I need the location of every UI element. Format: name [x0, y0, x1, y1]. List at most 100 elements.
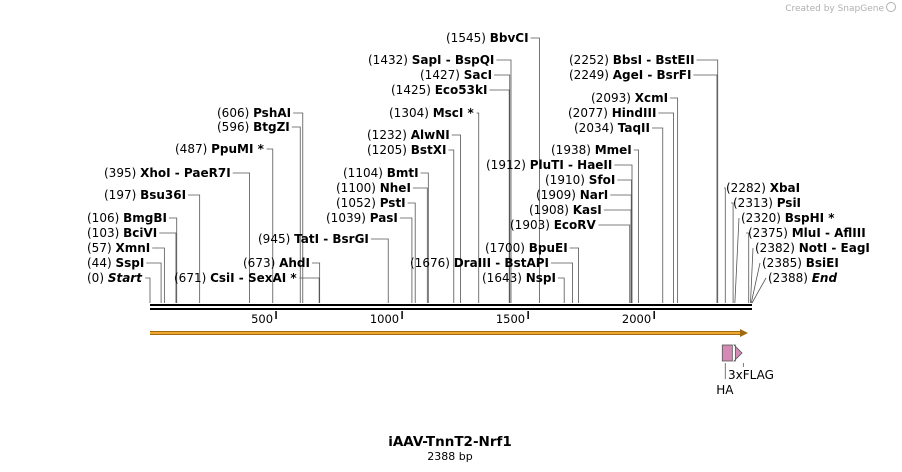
site-label[interactable]: (606) PshAI — [217, 106, 291, 120]
site-connector — [614, 164, 633, 303]
site-label[interactable]: (2077) HindIII — [568, 106, 656, 120]
site-label[interactable]: (2388) End — [768, 271, 837, 285]
site-label[interactable]: (395) XhoI - PaeR7I — [104, 166, 231, 180]
site-label[interactable]: (2313) PsiI — [733, 196, 801, 210]
site-label[interactable]: (2385) BsiEI — [762, 256, 839, 270]
site-label[interactable]: (0) Start — [87, 271, 143, 285]
scale-tick-label: 1500 — [496, 312, 525, 326]
flag-feature-arrow[interactable] — [733, 344, 743, 362]
site-label[interactable]: (1205) BstXI — [367, 143, 446, 157]
site-connector — [693, 74, 718, 303]
site-connector — [145, 277, 151, 303]
site-label[interactable]: (1232) AlwNI — [367, 128, 450, 142]
site-connector — [489, 89, 510, 303]
site-label[interactable]: (1100) NheI — [336, 181, 411, 195]
site-connector — [734, 217, 740, 304]
site-connector — [750, 262, 761, 304]
site-connector — [152, 247, 165, 303]
site-connector — [746, 232, 750, 303]
watermark-text: Created by SnapGene — [785, 4, 884, 14]
site-connector — [617, 179, 632, 303]
scale-tick-label: 2000 — [622, 312, 651, 326]
site-label[interactable]: (1643) NspI — [482, 271, 556, 285]
site-label[interactable]: (671) CsiI - SexAI * — [174, 271, 297, 285]
site-connector — [750, 247, 754, 304]
site-connector — [569, 247, 579, 303]
site-label[interactable]: (2375) MluI - AflIII — [748, 226, 866, 240]
site-connector — [670, 97, 679, 303]
site-connector — [724, 187, 726, 303]
site-connector — [696, 59, 719, 303]
site-label[interactable]: (1304) MscI * — [389, 106, 475, 120]
site-label[interactable]: (1052) PstI — [336, 196, 406, 210]
site-connector — [448, 149, 455, 303]
site-label[interactable]: (1676) DraIII - BstAPI — [410, 256, 549, 270]
site-connector — [651, 127, 664, 303]
site-label[interactable]: (2249) AgeI - BsrFI — [569, 68, 691, 82]
site-connector-lines — [145, 37, 767, 304]
map-subtitle: 2388 bp — [427, 450, 472, 463]
site-connector — [399, 217, 413, 303]
snapgene-logo-icon — [886, 2, 896, 12]
site-label[interactable]: (197) Bsu36I — [104, 188, 186, 202]
site-label[interactable]: (673) AhdI — [243, 256, 310, 270]
sequence-backbone — [150, 304, 752, 337]
site-label[interactable]: (596) BtgZI — [217, 120, 290, 134]
site-connector — [266, 148, 274, 303]
site-label[interactable]: (1909) NarI — [536, 188, 608, 202]
site-label[interactable]: (1039) PasI — [326, 211, 398, 225]
ha-feature-label: HA — [716, 383, 734, 397]
site-label[interactable]: (44) SspI — [87, 256, 144, 270]
site-label[interactable]: (1425) Eco53kI — [391, 83, 487, 97]
site-connector — [494, 74, 511, 303]
site-label[interactable]: (1908) KasI — [529, 203, 602, 217]
scale-tick-label: 500 — [251, 312, 273, 326]
site-connector — [188, 194, 201, 303]
site-label[interactable]: (1545) BbvCI — [446, 31, 529, 45]
site-label[interactable]: (2034) TaqII — [574, 121, 650, 135]
site-label[interactable]: (106) BmgBI — [87, 211, 167, 225]
site-label[interactable]: (1903) EcoRV — [510, 218, 597, 232]
site-connector — [603, 209, 632, 303]
site-labels: (0) Start(44) SspI(57) XmnI(103) BciVI(1… — [87, 31, 870, 285]
site-label[interactable]: (1938) MmeI — [551, 143, 632, 157]
map-title: iAAV-TnnT2-Nrf1 — [388, 434, 512, 450]
site-label[interactable]: (2282) XbaI — [726, 181, 800, 195]
site-connector — [557, 277, 565, 303]
site-label[interactable]: (2320) BspHI * — [741, 211, 835, 225]
site-connector — [496, 59, 512, 303]
site-connector — [370, 238, 389, 303]
site-connector — [159, 232, 177, 303]
site-connector — [633, 149, 639, 303]
site-connector — [610, 194, 632, 303]
site-connector — [731, 202, 734, 303]
site-label[interactable]: (2252) BbsI - BstEII — [569, 53, 695, 67]
site-label[interactable]: (487) PpuMI * — [175, 142, 265, 156]
orf-arrow-head — [740, 329, 748, 337]
site-connector — [551, 262, 573, 303]
site-label[interactable]: (2382) NotI - EagI — [755, 241, 870, 255]
site-label[interactable]: (1432) SapI - BspQI — [368, 53, 494, 67]
site-connector — [412, 187, 428, 303]
flag-feature-label: 3xFLAG — [728, 368, 774, 382]
site-connector — [168, 217, 178, 303]
site-connector — [299, 277, 320, 303]
site-connector — [751, 277, 767, 304]
site-label[interactable]: (945) TatI - BsrGI — [258, 232, 369, 246]
site-connector — [293, 112, 304, 303]
site-connector — [311, 262, 321, 303]
site-label[interactable]: (1427) SacI — [420, 68, 492, 82]
site-connector — [476, 112, 480, 303]
site-label[interactable]: (103) BciVI — [87, 226, 157, 240]
site-label[interactable]: (2093) XcmI — [591, 91, 668, 105]
site-label[interactable]: (1910) SfoI — [545, 173, 615, 187]
ha-feature-box[interactable] — [721, 344, 733, 362]
site-label[interactable]: (1700) BpuEI — [485, 241, 568, 255]
site-connector — [232, 172, 250, 303]
site-connector — [598, 224, 631, 303]
site-label[interactable]: (1912) PluTI - HaeII — [486, 158, 612, 172]
site-label[interactable]: (1104) BmtI — [343, 166, 419, 180]
site-label[interactable]: (57) XmnI — [87, 241, 150, 255]
